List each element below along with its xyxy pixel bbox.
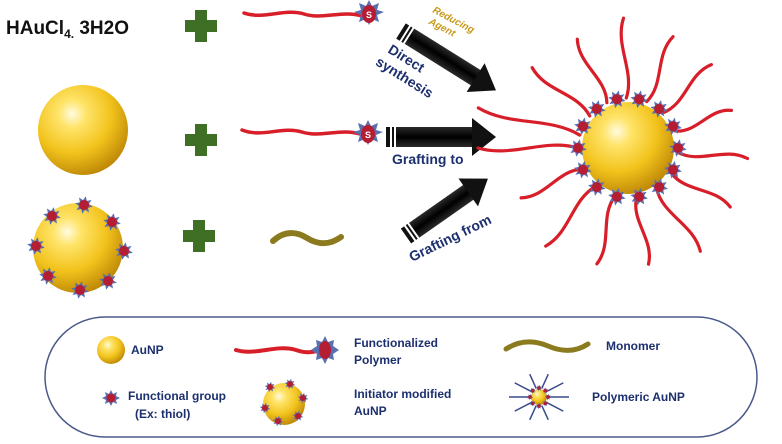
functional-group-mark — [608, 90, 626, 109]
functional-group-mark — [664, 160, 682, 179]
precursor-formula: HAuCl4. 3H2O — [6, 18, 129, 41]
legend-chain — [529, 405, 537, 421]
product-chain — [676, 150, 750, 161]
product-chain — [661, 62, 713, 115]
functional-group-mark — [284, 378, 296, 390]
legend-functional-group-label: Functional group(Ex: thiol) — [128, 389, 226, 421]
product-chain — [595, 194, 617, 266]
functional-group-decorations — [27, 90, 687, 427]
functional-group-mark — [526, 393, 534, 401]
functional-group-mark — [535, 402, 543, 410]
thiol-end-group-row1: S — [354, 0, 384, 25]
product-polymer-chains — [476, 16, 750, 266]
functional-group-mark — [43, 207, 61, 225]
product-chain — [544, 184, 598, 248]
initiator-modified-nanoparticle-row3 — [33, 203, 123, 293]
functional-group-mark — [27, 237, 45, 255]
plus-sign-row2 — [185, 124, 217, 156]
functional-group-mark — [272, 415, 284, 427]
thiol-end-group-row2: S — [353, 120, 383, 145]
label-grafting-to: Grafting to — [392, 151, 464, 167]
legend-aunp-label: AuNP — [131, 343, 164, 357]
functional-group-mark — [535, 384, 543, 392]
functional-group-mark — [99, 272, 117, 290]
polymer-chain-row1 — [242, 10, 364, 18]
legend-monomer-label: Monomer — [606, 339, 660, 353]
functional-group-mark — [588, 100, 606, 118]
monomer-row3 — [270, 230, 344, 247]
functional-group-mark — [529, 400, 536, 407]
plus-sign-row1 — [185, 10, 217, 42]
functional-group-mark — [569, 139, 587, 157]
functional-group-mark — [103, 213, 121, 231]
thiol-symbol: S — [366, 10, 372, 20]
product-chain — [476, 106, 582, 137]
legend-chain — [514, 382, 533, 393]
functional-group-mark — [529, 387, 536, 394]
arrow-grafting-from — [400, 178, 488, 244]
functional-group-mark — [544, 393, 552, 401]
legend-chain — [545, 382, 564, 393]
functional-group-mark — [608, 187, 626, 206]
legend-chain — [541, 373, 549, 389]
thiol-symbol: S — [365, 130, 371, 140]
product-chain — [645, 35, 675, 104]
product-chain — [519, 167, 585, 200]
functional-group-mark — [664, 117, 682, 136]
functional-group-mark — [574, 160, 592, 179]
legend-functional-group-swatch — [102, 390, 120, 406]
functional-group-mark — [297, 392, 309, 404]
product-gold-core — [582, 102, 674, 194]
functional-group-mark — [259, 402, 271, 414]
functional-group-mark — [71, 281, 89, 299]
functional-group-mark — [264, 381, 276, 393]
functional-group-mark — [574, 117, 592, 136]
functional-group-mark — [542, 400, 549, 407]
product-chain — [476, 143, 580, 153]
functional-group-mark — [669, 139, 687, 157]
polymeric-aunp-product — [476, 16, 750, 266]
functional-group-mark — [292, 410, 304, 422]
plus-sign-row3 — [183, 220, 215, 252]
legend-chain — [541, 405, 549, 421]
functional-group-mark — [75, 196, 93, 214]
legend-polymeric-aunp-label: Polymeric AuNP — [592, 390, 685, 404]
legend-chain — [514, 401, 533, 412]
legend-chain — [545, 401, 564, 412]
legend-initiator-aunp-swatch — [263, 383, 305, 425]
legend-polymeric-chains — [509, 373, 569, 421]
product-chain — [655, 187, 702, 253]
product-chain — [669, 171, 732, 209]
functional-group-mark — [542, 387, 549, 394]
functional-group-mark — [630, 187, 648, 206]
functional-group-mark — [39, 267, 57, 285]
functional-group-mark — [650, 178, 668, 196]
product-chain — [673, 108, 733, 133]
legend-polymeric-aunp-swatch — [509, 373, 569, 421]
product-chain — [530, 66, 592, 118]
legend-functionalized-polymer-end — [311, 336, 339, 364]
functional-group-mark — [588, 178, 606, 196]
product-chain — [575, 37, 609, 105]
functional-group-mark — [630, 90, 648, 109]
gold-nanoparticle-row2 — [38, 85, 128, 175]
product-chain — [634, 195, 652, 266]
arrow-direct-synthesis — [396, 23, 496, 93]
product-chain — [619, 16, 631, 100]
legend-monomer-swatch — [503, 339, 591, 353]
legend-aunp-swatch — [97, 336, 125, 364]
functional-group-mark — [115, 242, 133, 260]
functional-group-mark — [650, 100, 668, 118]
polymer-chain-row2 — [240, 128, 362, 136]
legend-chain — [529, 373, 537, 389]
